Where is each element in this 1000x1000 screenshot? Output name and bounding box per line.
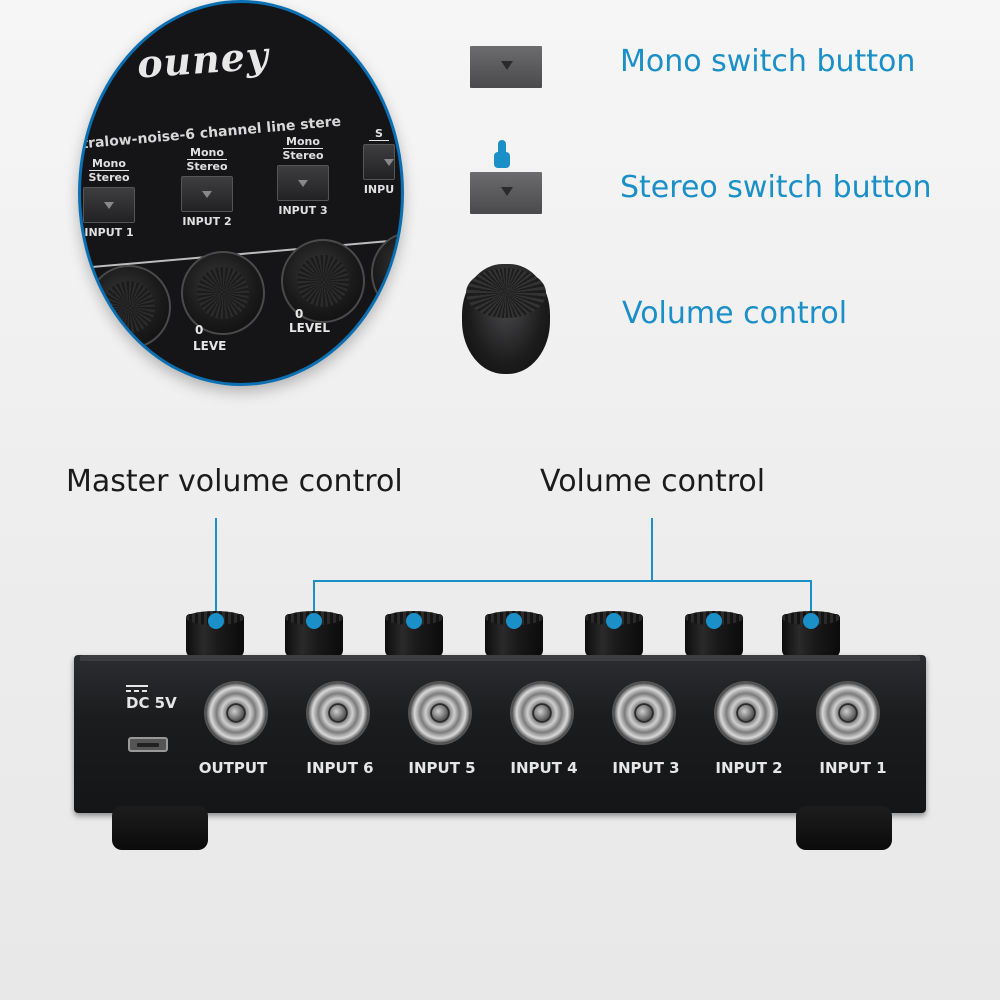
volume-callout-bracket (313, 580, 812, 582)
channel-4-level-knob[interactable] (371, 231, 401, 315)
volume-knob-icon (462, 264, 550, 374)
brand-logo: ouney (135, 32, 271, 87)
mono-label: Mono (89, 157, 129, 171)
knob-marker (506, 613, 522, 629)
mono-stereo-switch-button[interactable] (277, 165, 329, 201)
mono-label: S (369, 127, 389, 141)
jack-label-input-3: INPUT 3 (612, 759, 680, 777)
channel-1-level-knob[interactable] (87, 265, 171, 349)
input-label: INPUT 3 (278, 204, 328, 217)
level-zero-label: 0 (295, 307, 304, 321)
input-1-jack[interactable] (818, 683, 878, 743)
knob-marker (606, 613, 622, 629)
input-2-jack[interactable] (716, 683, 776, 743)
rubber-foot-left (112, 806, 208, 850)
input-label: INPUT 1 (84, 226, 134, 239)
mono-label: Mono (283, 135, 323, 149)
level-zero-label: 0 (195, 323, 204, 337)
stereo-switch-icon (470, 172, 542, 214)
channel-4-switch: S INPU (359, 127, 399, 196)
stereo-label: Stereo (186, 160, 228, 173)
jack-label-input-2: INPUT 2 (715, 759, 783, 777)
level-label: LEVE (193, 339, 227, 353)
bracket-left-tick (313, 580, 315, 614)
jack-label-output: OUTPUT (198, 759, 268, 777)
mono-label: Mono (187, 146, 227, 160)
input-6-jack[interactable] (308, 683, 368, 743)
jack-label-input-5: INPUT 5 (408, 759, 476, 777)
bracket-right-tick (810, 580, 812, 614)
micro-usb-port[interactable] (128, 737, 168, 752)
mono-stereo-switch-button[interactable] (83, 187, 135, 223)
volume-control-label: Volume control (622, 296, 848, 331)
input-label: INPUT 2 (182, 215, 232, 228)
input-3-jack[interactable] (614, 683, 674, 743)
volume-control-callout: Volume control (540, 464, 766, 499)
input-label: INPU (363, 183, 395, 196)
channel-3-level-knob[interactable] (281, 239, 365, 323)
rubber-foot-right (796, 806, 892, 850)
knob-marker (406, 613, 422, 629)
mixer-device-body (74, 655, 926, 813)
stereo-label: Stereo (88, 171, 130, 184)
knob-marker (803, 613, 819, 629)
stereo-switch-label: Stereo switch button (620, 170, 932, 205)
channel-2-level-knob[interactable] (181, 251, 265, 335)
output-jack[interactable] (206, 683, 266, 743)
zoom-detail-panel: ouney tralow-noise-6 channel line stere … (78, 0, 404, 386)
volume-callout-stem (651, 518, 653, 580)
master-knob-marker (208, 613, 224, 629)
mono-stereo-switch-button[interactable] (181, 176, 233, 212)
jack-label-input-1: INPUT 1 (819, 759, 887, 777)
input-5-jack[interactable] (410, 683, 470, 743)
master-callout-line (215, 518, 217, 614)
mono-stereo-switch-button[interactable] (363, 144, 395, 180)
stereo-label: Stereo (282, 149, 324, 162)
dc-power-label: DC 5V (126, 694, 177, 712)
mono-switch-icon (470, 46, 542, 88)
input-4-jack[interactable] (512, 683, 572, 743)
knob-marker (706, 613, 722, 629)
dc-symbol-icon (126, 685, 148, 692)
input-6-volume-knob[interactable] (285, 611, 343, 658)
jack-label-input-6: INPUT 6 (306, 759, 374, 777)
level-label: LEVEL (289, 321, 330, 335)
jack-label-input-4: INPUT 4 (510, 759, 578, 777)
finger-press-icon (494, 140, 510, 168)
knob-marker (306, 613, 322, 629)
mono-switch-label: Mono switch button (620, 44, 916, 79)
master-volume-knob[interactable] (186, 611, 244, 658)
device-top-edge (80, 655, 920, 661)
master-volume-callout: Master volume control (66, 464, 403, 499)
